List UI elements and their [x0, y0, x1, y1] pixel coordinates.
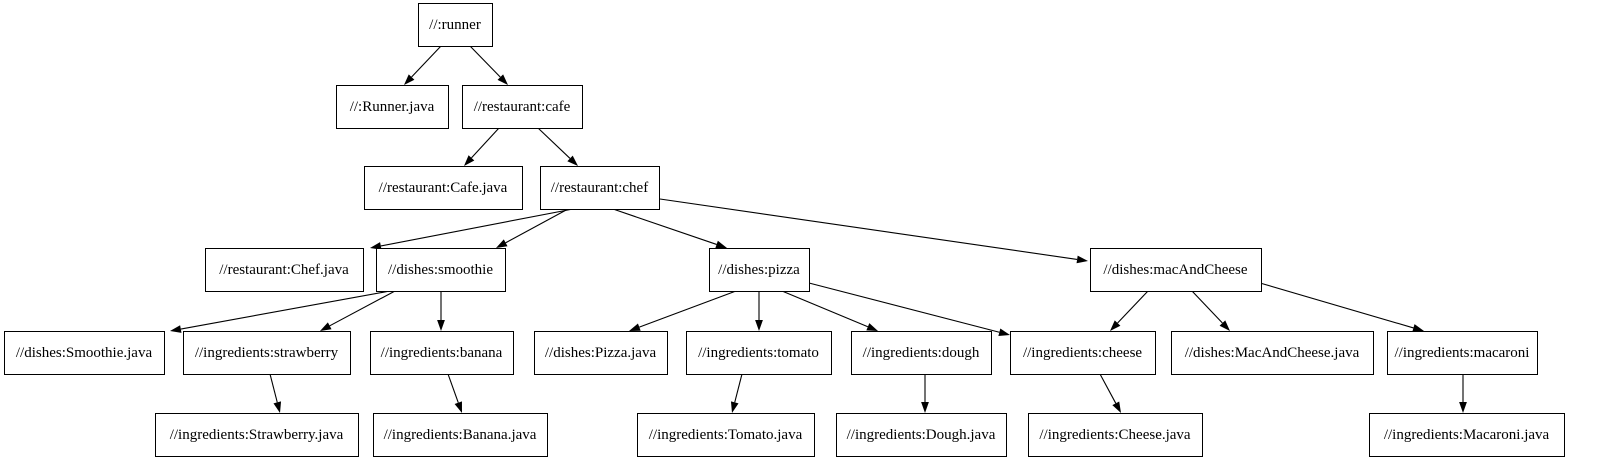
node-label: //ingredients:tomato: [698, 345, 819, 361]
node-box[interactable]: [1028, 413, 1203, 457]
graph-edges-layer: [170, 45, 1467, 413]
graph-edge: [755, 291, 763, 331]
node-box[interactable]: [709, 248, 810, 292]
node-label: //:Runner.java: [350, 99, 435, 115]
node-label: //ingredients:dough: [863, 345, 980, 361]
node-box[interactable]: [462, 85, 583, 129]
graph-node-runner[interactable]: //:runner: [418, 3, 493, 47]
node-box[interactable]: [540, 166, 660, 210]
node-label: //:runner: [429, 17, 481, 33]
node-box[interactable]: [686, 331, 832, 375]
graph-node-ing_macaroni[interactable]: //ingredients:macaroni: [1387, 331, 1538, 375]
graph-node-strawberry_java[interactable]: //ingredients:Strawberry.java: [155, 413, 359, 457]
node-label: //ingredients:Cheese.java: [1039, 427, 1191, 443]
node-label: //dishes:MacAndCheese.java: [1185, 345, 1360, 361]
graph-node-dough_java[interactable]: //ingredients:Dough.java: [836, 413, 1007, 457]
node-box[interactable]: [1010, 331, 1156, 375]
node-label: //restaurant:Chef.java: [219, 262, 349, 278]
node-box[interactable]: [851, 331, 992, 375]
node-box[interactable]: [1369, 413, 1565, 457]
graph-edge: [1259, 282, 1424, 332]
graph-node-chef_java[interactable]: //restaurant:Chef.java: [205, 248, 364, 292]
graph-node-dishes_smoothie[interactable]: //dishes:smoothie: [376, 248, 506, 292]
graph-node-ing_cheese[interactable]: //ingredients:cheese: [1010, 331, 1156, 375]
graph-edge: [370, 208, 574, 250]
node-box[interactable]: [637, 413, 815, 457]
graph-edge: [404, 45, 442, 85]
graph-edge: [469, 45, 508, 85]
node-label: //ingredients:macaroni: [1395, 345, 1530, 361]
node-label: //restaurant:Cafe.java: [379, 180, 508, 196]
node-box[interactable]: [155, 413, 359, 457]
node-box[interactable]: [1387, 331, 1538, 375]
node-label: //dishes:macAndCheese: [1103, 262, 1247, 278]
graph-edge: [170, 290, 391, 333]
node-label: //dishes:Smoothie.java: [16, 345, 153, 361]
node-label: //restaurant:chef: [551, 180, 648, 196]
node-label: //ingredients:cheese: [1023, 345, 1142, 361]
node-label: //ingredients:Banana.java: [384, 427, 537, 443]
graph-node-dishes_macandcheese[interactable]: //dishes:macAndCheese: [1090, 248, 1262, 292]
node-label: //ingredients:Dough.java: [847, 427, 996, 443]
graph-edge: [1099, 373, 1121, 413]
node-box[interactable]: [183, 331, 351, 375]
node-box[interactable]: [370, 331, 514, 375]
node-label: //ingredients:banana: [381, 345, 503, 361]
node-box[interactable]: [376, 248, 506, 292]
node-box[interactable]: [1090, 248, 1262, 292]
graph-edge: [1459, 374, 1467, 413]
graph-edge: [537, 127, 578, 166]
node-label: //ingredients:strawberry: [195, 345, 339, 361]
graph-edge: [447, 373, 462, 413]
graph-edge: [1191, 290, 1230, 331]
graph-node-cheese_java[interactable]: //ingredients:Cheese.java: [1028, 413, 1203, 457]
graph-edge: [730, 373, 743, 413]
node-box[interactable]: [534, 331, 668, 375]
node-label: //restaurant:cafe: [474, 99, 571, 115]
node-label: //dishes:Pizza.java: [545, 345, 657, 361]
graph-node-smoothie_java[interactable]: //dishes:Smoothie.java: [4, 331, 165, 375]
graph-node-ing_tomato[interactable]: //ingredients:tomato: [686, 331, 832, 375]
graph-edge: [629, 290, 737, 331]
graph-node-ing_banana[interactable]: //ingredients:banana: [370, 331, 514, 375]
graph-edge: [1110, 290, 1149, 331]
graph-edge: [437, 291, 445, 331]
graph-node-restaurant_chef[interactable]: //restaurant:chef: [540, 166, 660, 210]
graph-node-ing_dough[interactable]: //ingredients:dough: [851, 331, 992, 375]
node-box[interactable]: [373, 413, 548, 457]
node-box[interactable]: [1171, 331, 1374, 375]
node-box[interactable]: [336, 85, 449, 129]
node-label: //ingredients:Macaroni.java: [1384, 427, 1550, 443]
node-label: //ingredients:Tomato.java: [649, 427, 803, 443]
graph-edge: [612, 208, 727, 249]
graph-nodes-layer: //:runner //:Runner.java //restaurant:cafe…: [4, 3, 1565, 457]
node-label: //dishes:pizza: [718, 262, 800, 278]
graph-node-banana_java[interactable]: //ingredients:Banana.java: [373, 413, 548, 457]
node-box[interactable]: [205, 248, 364, 292]
graph-node-ing_strawberry[interactable]: //ingredients:strawberry: [183, 331, 351, 375]
graph-edge: [464, 127, 500, 166]
graph-node-restaurant_cafe[interactable]: //restaurant:cafe: [462, 85, 583, 129]
graph-edge: [781, 290, 878, 331]
graph-node-macandcheese_java[interactable]: //dishes:MacAndCheese.java: [1171, 331, 1374, 375]
graph-node-cafe_java[interactable]: //restaurant:Cafe.java: [364, 166, 523, 210]
node-box[interactable]: [364, 166, 523, 210]
node-label: //ingredients:Strawberry.java: [170, 427, 344, 443]
graph-node-tomato_java[interactable]: //ingredients:Tomato.java: [637, 413, 815, 457]
graph-edge: [921, 374, 929, 413]
node-label: //dishes:smoothie: [388, 262, 493, 278]
graph-edge: [808, 282, 1010, 337]
graph-node-runner_java[interactable]: //:Runner.java: [336, 85, 449, 129]
graph-edge: [659, 198, 1088, 264]
graph-node-dishes_pizza[interactable]: //dishes:pizza: [709, 248, 810, 292]
graph-edge: [269, 373, 282, 413]
graph-edge: [320, 290, 396, 331]
node-box[interactable]: [836, 413, 1007, 457]
node-box[interactable]: [4, 331, 165, 375]
node-box[interactable]: [418, 3, 493, 47]
graph-node-pizza_java[interactable]: //dishes:Pizza.java: [534, 331, 668, 375]
graph-edge: [496, 208, 569, 248]
graph-node-macaroni_java[interactable]: //ingredients:Macaroni.java: [1369, 413, 1565, 457]
